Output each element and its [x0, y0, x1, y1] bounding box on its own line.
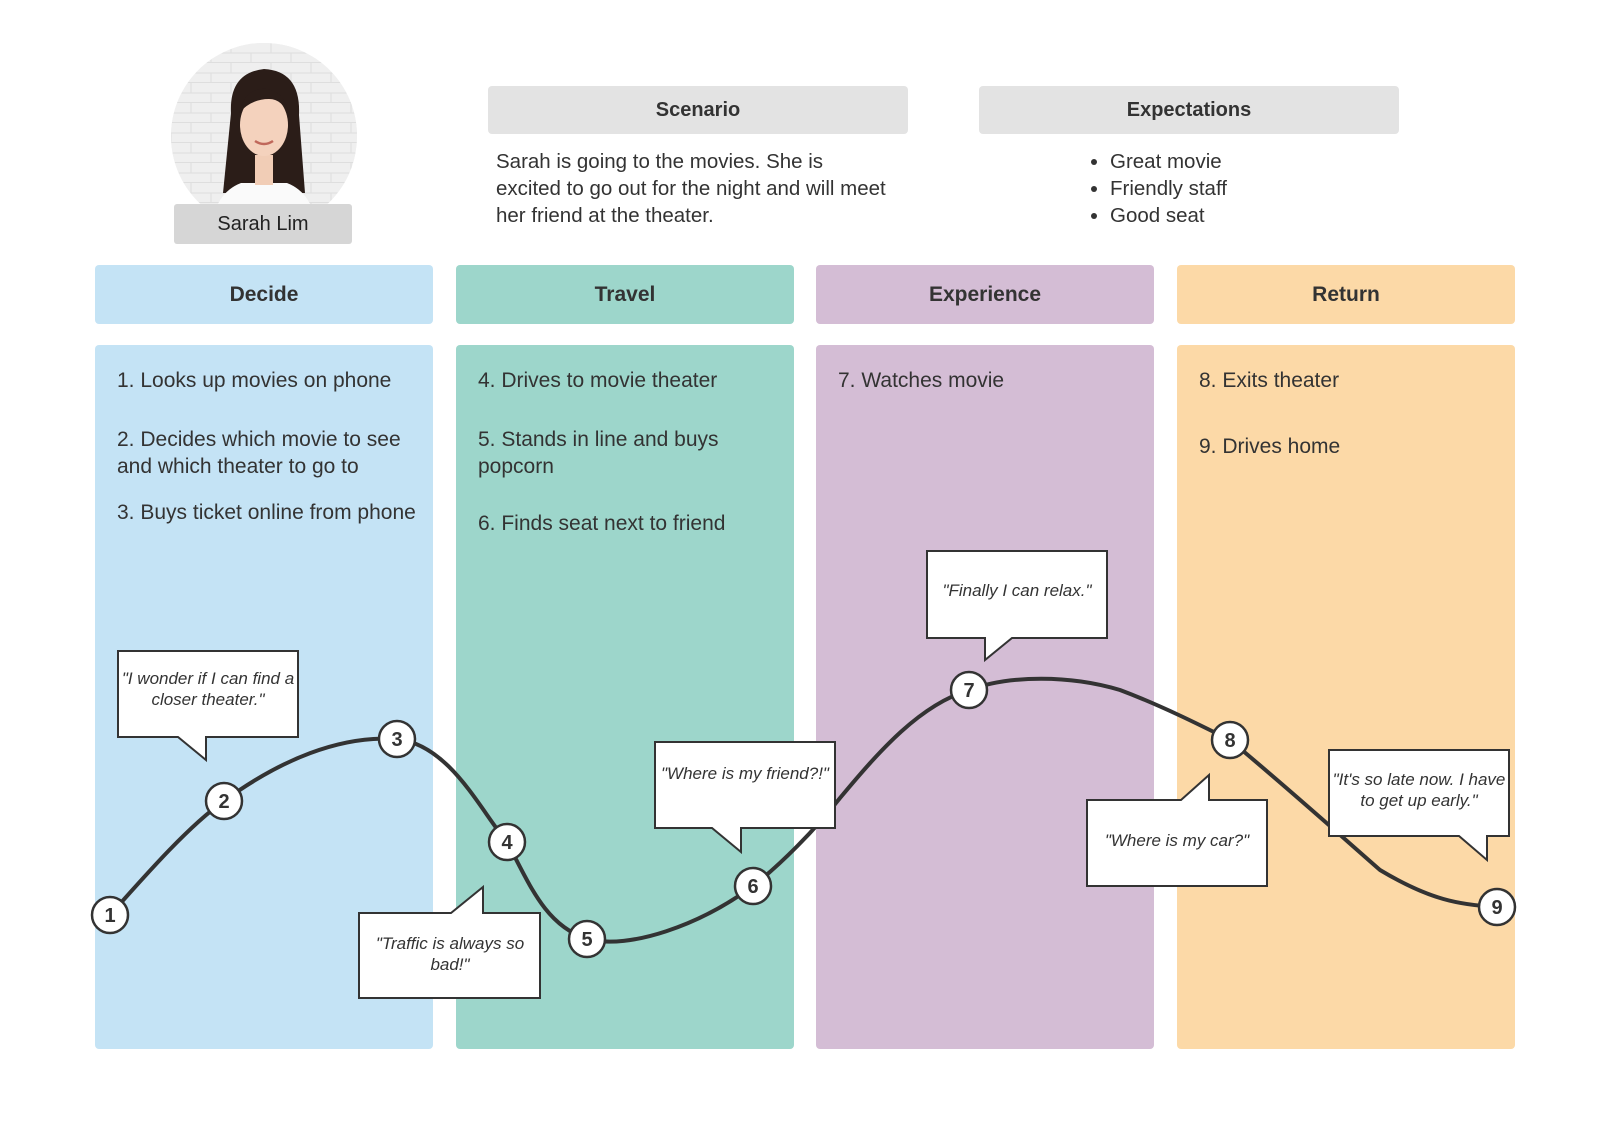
- journey-node-5: 5: [567, 919, 607, 959]
- svg-text:2: 2: [218, 791, 229, 813]
- emotion-curve: [108, 676, 1498, 944]
- journey-node-8: 8: [1210, 720, 1250, 760]
- step-2: 2. Decides which movie to see and which …: [117, 428, 401, 478]
- step-5: 5. Stands in line and buys popcorn: [478, 428, 719, 478]
- quote-3: "Where is my friend?!": [661, 764, 829, 783]
- expectation-item: Great movie: [1110, 148, 1227, 175]
- persona-name: Sarah Lim: [174, 204, 352, 244]
- speech-bubble-3: "Where is my friend?!": [654, 741, 836, 855]
- scenario-heading: Scenario: [488, 86, 908, 134]
- step-9: 9. Drives home: [1199, 435, 1341, 458]
- journey-node-2: 2: [204, 781, 244, 821]
- stage-header-return: Return: [1177, 265, 1515, 324]
- expectation-item: Good seat: [1110, 202, 1227, 229]
- svg-text:5: 5: [581, 929, 592, 951]
- quote-6: "It's so late now. I have to get up earl…: [1332, 770, 1506, 810]
- step-3: 3. Buys ticket online from phone: [117, 501, 416, 524]
- stage-header-travel: Travel: [456, 265, 794, 324]
- expectations-heading: Expectations: [979, 86, 1399, 134]
- svg-text:6: 6: [747, 876, 758, 898]
- expectations-list: Great movie Friendly staff Good seat: [1080, 148, 1227, 229]
- speech-bubble-2: "Traffic is always so bad!": [358, 884, 541, 999]
- step-4: 4. Drives to movie theater: [478, 369, 718, 392]
- step-8: 8. Exits theater: [1199, 369, 1340, 392]
- journey-node-6: 6: [733, 866, 773, 906]
- step-1: 1. Looks up movies on phone: [117, 369, 392, 392]
- journey-node-4: 4: [487, 822, 527, 862]
- svg-text:3: 3: [391, 729, 402, 751]
- scenario-text: Sarah is going to the movies. She is exc…: [496, 150, 886, 227]
- speech-bubble-1: "I wonder if I can find a closer theater…: [117, 650, 299, 763]
- stage-header-decide: Decide: [95, 265, 433, 324]
- step-6: 6. Finds seat next to friend: [478, 512, 726, 535]
- quote-2: "Traffic is always so bad!": [375, 934, 525, 974]
- speech-bubble-6: "It's so late now. I have to get up earl…: [1328, 749, 1510, 863]
- journey-node-7: 7: [949, 670, 989, 710]
- speech-bubble-4: "Finally I can relax.": [926, 550, 1108, 663]
- quote-1: "I wonder if I can find a closer theater…: [121, 669, 295, 709]
- stage-column-return: [1177, 345, 1515, 1049]
- svg-text:8: 8: [1224, 730, 1235, 752]
- svg-text:7: 7: [963, 680, 974, 702]
- person-avatar-icon: [171, 43, 357, 229]
- persona-photo: [171, 43, 357, 229]
- stage-header-experience: Experience: [816, 265, 1154, 324]
- journey-node-9: 9: [1477, 887, 1517, 927]
- journey-node-3: 3: [377, 719, 417, 759]
- quote-4: "Finally I can relax.": [942, 581, 1092, 600]
- quote-5: "Where is my car?": [1104, 831, 1250, 850]
- expectation-item: Friendly staff: [1110, 175, 1227, 202]
- svg-text:9: 9: [1491, 897, 1502, 919]
- journey-node-1: 1: [90, 895, 130, 935]
- speech-bubble-5: "Where is my car?": [1086, 772, 1268, 887]
- step-7: 7. Watches movie: [838, 369, 1005, 392]
- svg-text:4: 4: [501, 832, 513, 854]
- svg-text:1: 1: [104, 905, 115, 927]
